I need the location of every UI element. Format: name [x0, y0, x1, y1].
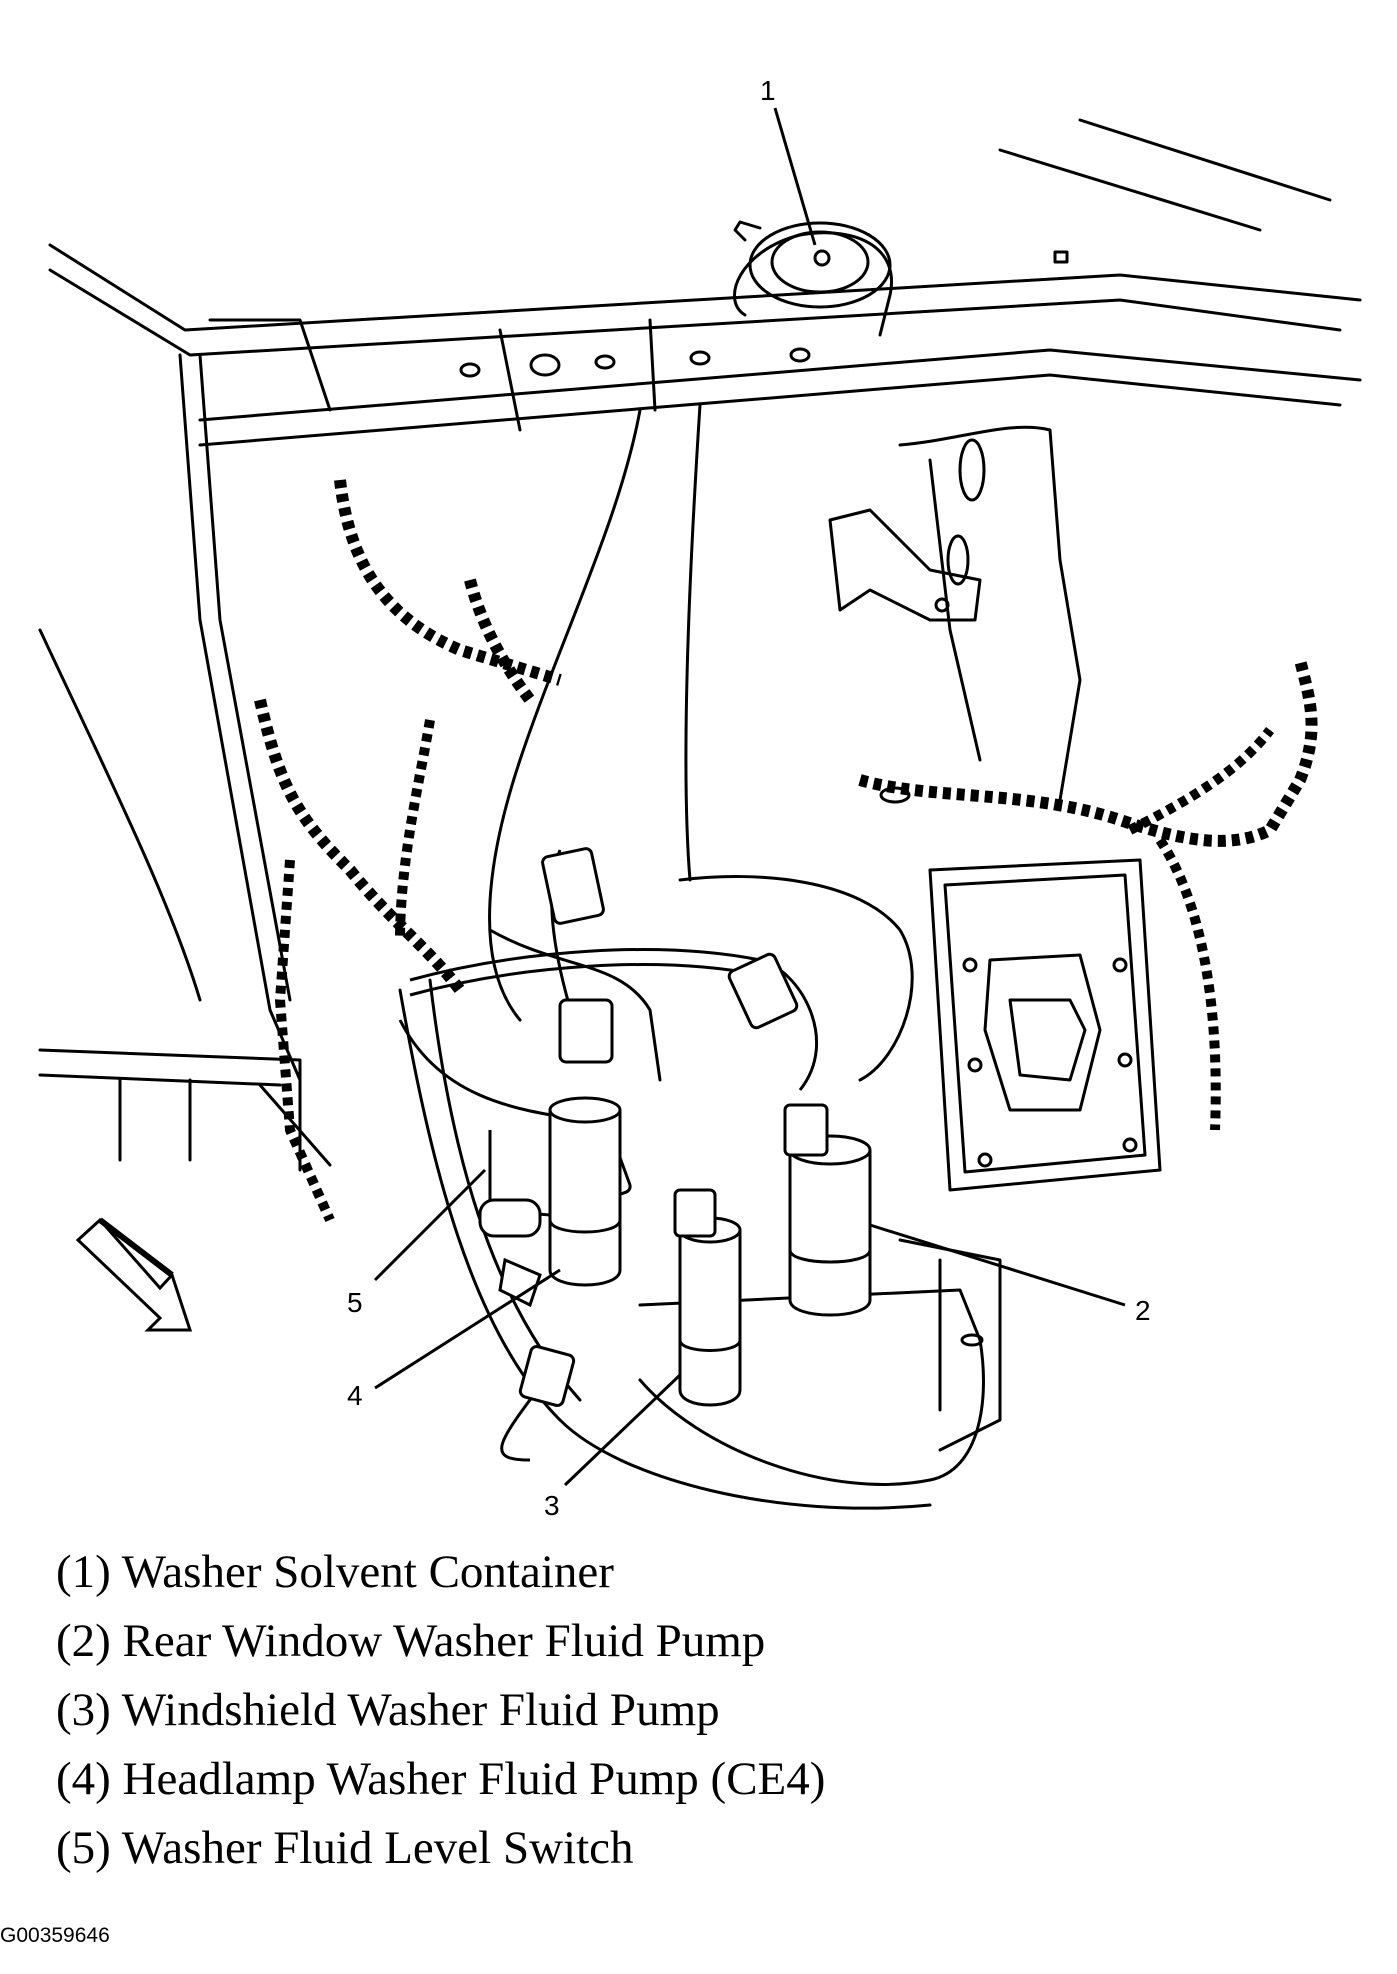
- callout-leaders: [373, 107, 1126, 1487]
- legend-item-2: (2) Rear Window Washer Fluid Pump: [56, 1615, 766, 1667]
- rear-window-washer-pump: [783, 1103, 872, 1317]
- leader-line-3: [563, 1373, 682, 1487]
- wiring-harness: [254, 479, 1318, 1223]
- leader-line-4: [374, 1268, 561, 1390]
- callout-number-5: 5: [347, 1287, 363, 1318]
- legend-item-3: (3) Windshield Washer Fluid Pump: [56, 1684, 720, 1736]
- legend-item-1: (1) Washer Solvent Container: [56, 1546, 614, 1598]
- callout-number-4: 4: [347, 1380, 363, 1411]
- front-bracket: [828, 425, 1082, 804]
- component-legend: (1) Washer Solvent Container (2) Rear Wi…: [56, 1538, 825, 1883]
- figure-id: G00359646: [0, 1924, 110, 1947]
- leader-line-5: [373, 1168, 487, 1282]
- leader-line-2: [869, 1223, 1126, 1307]
- washer-fluid-level-switch: [478, 1130, 551, 1308]
- legend-item-5: (5) Washer Fluid Level Switch: [56, 1822, 634, 1874]
- callout-number-2: 2: [1135, 1295, 1151, 1326]
- callout-number-1: 1: [760, 75, 776, 106]
- callout-number-3: 3: [544, 1490, 560, 1521]
- radiator-support-frame: [48, 118, 1362, 447]
- legend-item-4: (4) Headlamp Washer Fluid Pump (CE4): [56, 1753, 826, 1805]
- leader-line-1: [773, 107, 817, 246]
- headlamp-washer-pump: [548, 1096, 622, 1287]
- windshield-washer-pump: [673, 1188, 742, 1407]
- headlamp-mounting-flange: [928, 858, 1162, 1192]
- washer-system-illustration: 1 2 3 4 5: [38, 75, 1362, 1521]
- front-direction-arrow-icon: [75, 1217, 193, 1332]
